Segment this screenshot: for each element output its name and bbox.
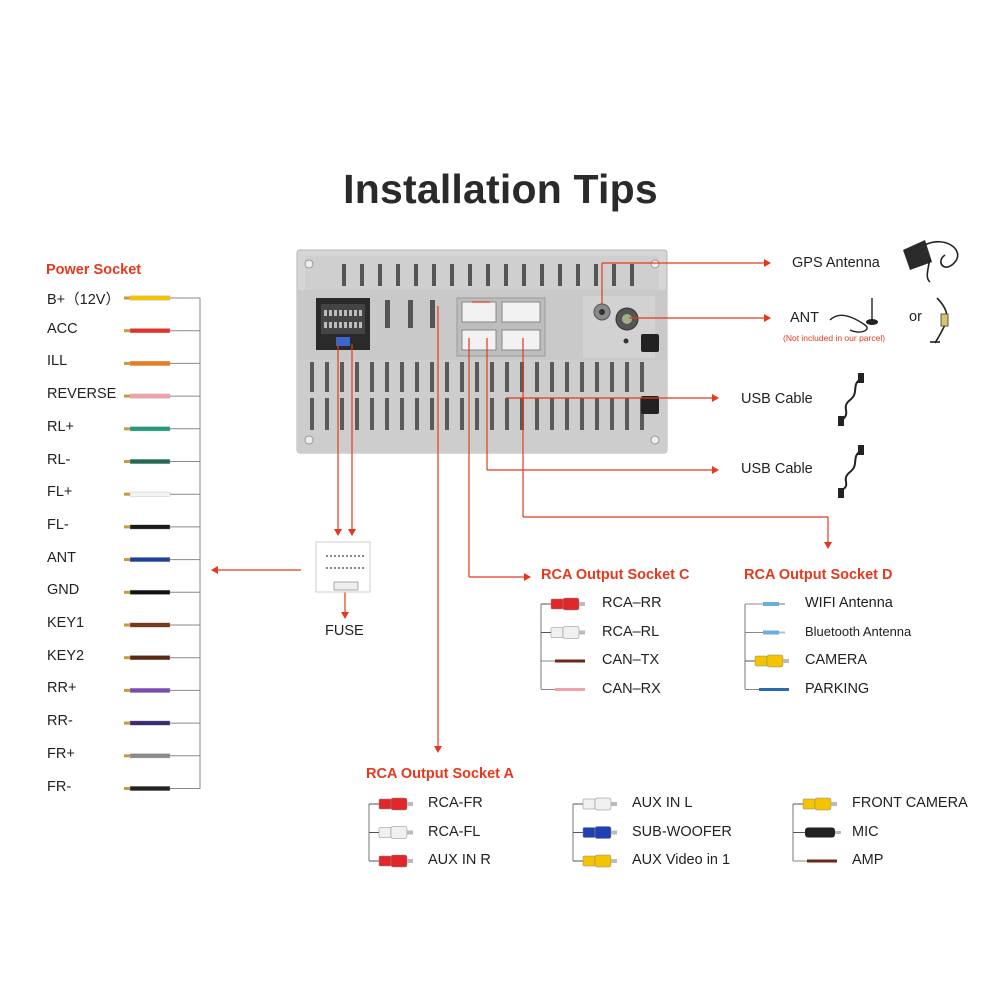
power-wire [124, 589, 200, 595]
fuse-label: FUSE [325, 623, 364, 639]
socket-d-item-icon [745, 654, 789, 668]
power-wire [124, 426, 200, 432]
power-wire [124, 295, 200, 301]
power-wire [124, 622, 200, 628]
power-wire [124, 753, 200, 759]
socket-a-item-icon [573, 854, 617, 868]
power-wire-label: RR+ [47, 680, 77, 697]
head-unit [296, 249, 668, 454]
power-wire-label: REVERSE [47, 386, 117, 403]
connection-lines [211, 259, 832, 753]
power-wire [124, 688, 200, 693]
ant-cable-icon [829, 298, 878, 333]
power-wire [124, 491, 200, 497]
socket-a-item-label: AUX Video in 1 [632, 852, 731, 868]
socket-a-item-label: AMP [852, 852, 884, 868]
socket-c-item-label: CAN–TX [602, 652, 660, 668]
socket-a-item-label: AUX IN R [428, 852, 491, 868]
usb-cable-label-1: USB Cable [741, 391, 813, 407]
socket-a-item-label: MIC [852, 823, 879, 840]
socket-c-item-icon [541, 688, 585, 691]
ant-adapter-icon [930, 297, 949, 344]
socket-d-item-label: PARKING [805, 680, 870, 697]
page-title: Installation Tips [343, 166, 658, 212]
socket-d-item-icon [745, 602, 785, 606]
usb-cable-icon-1 [838, 373, 864, 426]
power-wire [124, 393, 200, 399]
socket-d-item-label: Bluetooth Antenna [805, 623, 912, 639]
socket-a-item-label: SUB-WOOFER [632, 823, 732, 840]
socket-c-item-icon [541, 597, 585, 611]
socket-a-item-icon [793, 859, 837, 863]
gps-antenna-icon [903, 240, 959, 283]
socket-a-item-label: FRONT CAMERA [852, 795, 968, 811]
power-wire-label: FR+ [47, 745, 75, 762]
power-wire-label: ANT [47, 549, 76, 566]
power-wire-label: GND [47, 582, 80, 599]
power-wire [124, 328, 200, 334]
power-wire-label: ILL [47, 353, 68, 370]
power-wire [124, 557, 200, 563]
fuse-box [315, 541, 371, 593]
socket-a-item-icon [573, 797, 617, 811]
power-wire-label: ACC [47, 320, 78, 337]
socket-a-item-icon [573, 826, 617, 839]
socket-d-item-label: CAMERA [805, 652, 868, 668]
socket-a-item-icon [793, 827, 841, 838]
socket-a-item-icon [369, 797, 413, 811]
power-wire-label: RL- [47, 451, 71, 468]
socket-c-title: RCA Output Socket C [541, 567, 690, 583]
socket-d-item-label: WIFI Antenna [805, 595, 893, 611]
usb-cable-label-2: USB Cable [741, 461, 813, 477]
power-wire [124, 786, 200, 791]
power-wire-label: FL+ [47, 484, 73, 501]
socket-a-item-icon [369, 854, 413, 868]
power-wire-label: FL- [47, 516, 69, 533]
power-wire [124, 361, 200, 366]
power-wire [124, 459, 200, 464]
power-wire-label: RL+ [47, 418, 75, 435]
socket-c-item-label: RCA–RR [602, 595, 662, 611]
usb-port-icon-1 [641, 334, 659, 352]
ant-note: (Not included in our parcel) [783, 333, 886, 343]
socket-a-title: RCA Output Socket A [366, 766, 514, 782]
power-socket-title: Power Socket [46, 262, 142, 278]
power-wire-label: B+（12V） [47, 292, 120, 308]
power-wire [124, 524, 200, 530]
usb-port-icon-2 [641, 396, 659, 414]
socket-a-item-label: RCA-FL [428, 823, 481, 840]
socket-a-item-label: AUX IN L [632, 795, 693, 811]
or-label: or [909, 309, 922, 325]
socket-c-item-label: CAN–RX [602, 680, 661, 697]
power-wire-label: KEY1 [47, 615, 85, 631]
socket-c-item-icon [541, 659, 585, 663]
power-wire-label: FR- [47, 778, 72, 795]
power-wire-label: KEY2 [47, 647, 85, 664]
usb-cable-icon-2 [838, 445, 864, 498]
power-wire-label: RR- [47, 713, 73, 730]
power-wire [124, 655, 200, 661]
socket-a-item-icon [369, 826, 413, 839]
socket-a-item-label: RCA-FR [428, 795, 483, 811]
socket-d-item-icon [745, 630, 785, 635]
gps-antenna-label: GPS Antenna [792, 255, 880, 271]
socket-brackets [368, 604, 794, 861]
socket-c-item-icon [541, 626, 585, 639]
socket-c-item-label: RCA–RL [602, 623, 660, 640]
power-wire [124, 720, 200, 726]
socket-d-title: RCA Output Socket D [744, 567, 893, 583]
socket-d-item-icon [745, 688, 789, 691]
socket-a-item-icon [793, 797, 837, 811]
ant-label: ANT [790, 310, 819, 326]
